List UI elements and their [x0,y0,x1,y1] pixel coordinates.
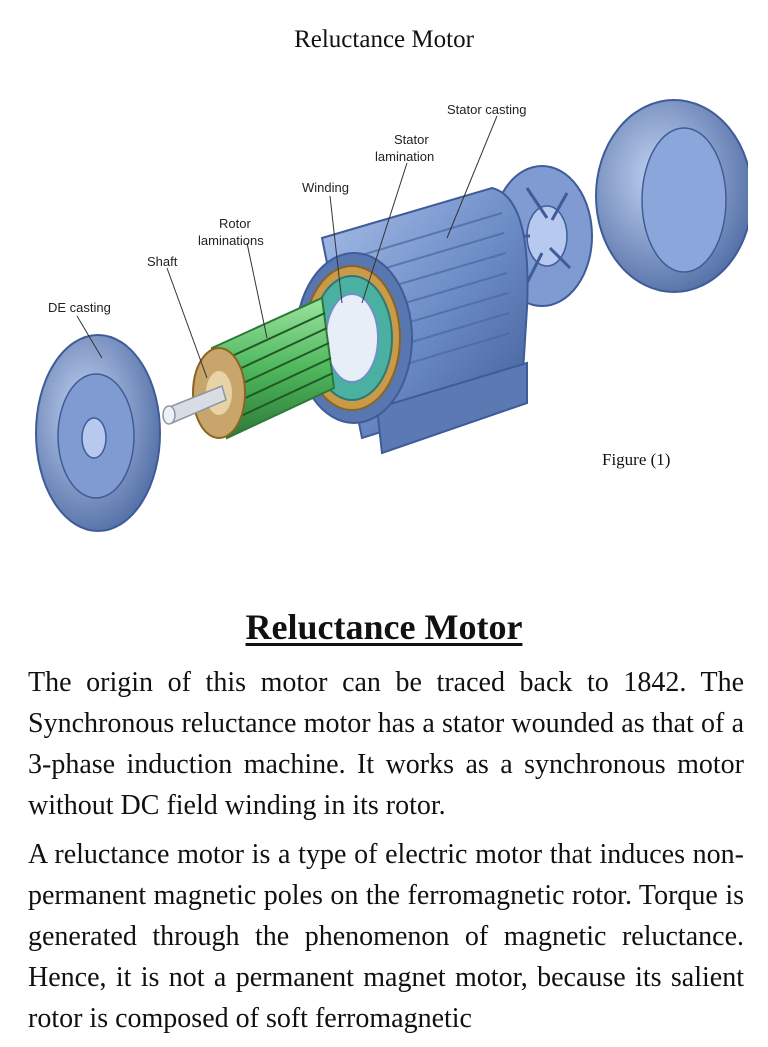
paragraph-2: A reluctance motor is a type of electric… [28,839,744,1034]
label-rotor-laminations-1: Rotor [219,216,251,231]
paragraph-1: The origin of this motor can be traced b… [28,667,744,821]
label-stator-lamination-2: lamination [375,149,434,164]
leader-lines [76,115,498,379]
de-casting [35,334,161,532]
label-stator-lamination-1: Stator [394,132,429,147]
figure-caption: Figure (1) [602,450,671,469]
body-text: The origin of this motor can be traced b… [28,662,744,1047]
section-heading: Reluctance Motor [245,607,523,647]
motor-exploded-figure: Stator casting Stator lamination Winding… [22,88,748,540]
motor-diagram: Stator casting Stator lamination Winding… [35,99,748,532]
label-shaft: Shaft [147,254,178,269]
fan-cover [595,99,748,293]
label-stator-casting: Stator casting [447,102,527,117]
page-header: Reluctance Motor [294,26,474,53]
label-de-casting: DE casting [48,300,111,315]
label-winding: Winding [302,180,349,195]
label-rotor-laminations-2: laminations [198,233,264,248]
shaft [162,384,227,425]
